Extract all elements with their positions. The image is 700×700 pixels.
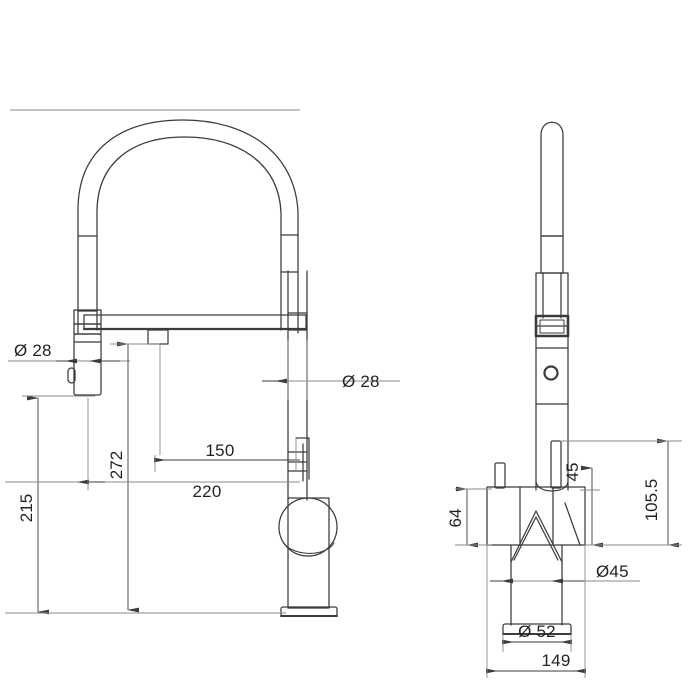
front-elevation-view xyxy=(486,121,586,635)
front-sleeve-upper xyxy=(535,272,569,327)
front-lever-angle xyxy=(564,502,581,546)
front-spout-tube xyxy=(540,121,564,237)
front-joint-band-inner xyxy=(539,319,565,334)
side-elevation-view xyxy=(67,119,338,617)
dim-label-105-5: 105.5 xyxy=(642,479,661,522)
lower-body xyxy=(287,497,330,609)
front-spout-cone-outer xyxy=(510,510,563,563)
lever-handle xyxy=(295,437,310,480)
spray-head-body xyxy=(73,333,102,396)
bar-retainer-block xyxy=(147,329,169,345)
front-column-nose xyxy=(535,481,569,492)
front-handle-right xyxy=(550,440,562,489)
dim-label-220: 220 xyxy=(193,482,222,501)
spray-head-button xyxy=(67,367,76,384)
dim-label-45: 45 xyxy=(563,463,582,482)
dim-label-149: 149 xyxy=(542,651,571,670)
dim-label-d52: Ø 52 xyxy=(518,622,556,641)
front-spray-button xyxy=(543,365,559,381)
front-handle-left xyxy=(494,462,506,489)
dim-label-d28-right: Ø 28 xyxy=(342,372,380,391)
front-sleeve-lower xyxy=(535,335,569,405)
spout-arch-outer xyxy=(77,119,299,334)
front-tube-mid xyxy=(540,235,564,274)
spout-arch-inner xyxy=(96,136,282,331)
front-spout-cone-inner xyxy=(513,516,559,561)
dim-label-d45: Ø45 xyxy=(596,562,629,581)
front-view-dimensions xyxy=(455,438,682,678)
side-view-dimensions xyxy=(5,109,400,615)
dim-label-272: 272 xyxy=(107,451,126,479)
cross-bar xyxy=(83,314,307,330)
dim-label-150: 150 xyxy=(206,441,235,460)
ball-joint-shade xyxy=(282,541,335,554)
dim-label-215: 215 xyxy=(17,494,36,522)
dim-label-d28-left: Ø 28 xyxy=(14,341,52,360)
dim-label-64: 64 xyxy=(446,509,465,528)
